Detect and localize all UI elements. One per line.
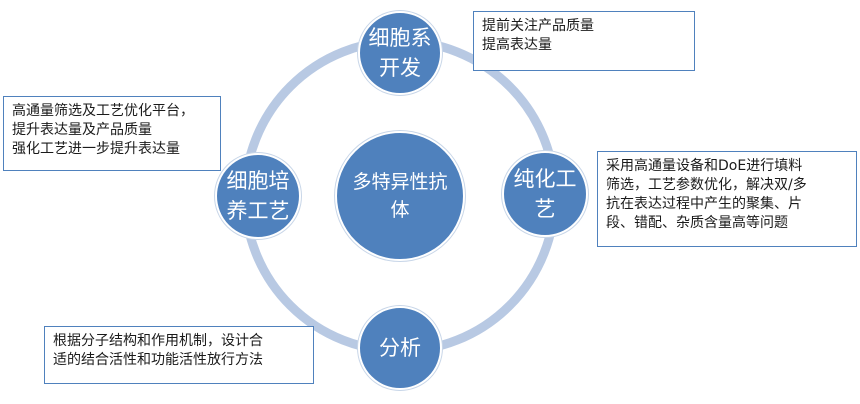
- note-line: 提前关注产品质量: [482, 18, 594, 34]
- note-box-purification: 采用高通量设备和DoE进行填料 筛选，工艺参数优化，解决双/多 抗在表达过程中产…: [597, 151, 857, 247]
- node-purification-process: 纯化工 艺: [502, 151, 588, 237]
- note-line: 筛选，工艺参数优化，解决双/多: [606, 177, 807, 193]
- note-line: 抗在表达过程中产生的聚集、片: [606, 196, 802, 212]
- center-node-label: 多特异性抗 体: [352, 171, 448, 221]
- note-line: 提升表达量及产品质量: [12, 122, 152, 138]
- node-cell-line-label: 细胞系 开发: [368, 26, 432, 80]
- node-cell-culture-label: 细胞培 养工艺: [226, 169, 290, 223]
- note-line: 高通量筛选及工艺优化平台，: [12, 103, 194, 119]
- note-line: 段、错配、杂质含量高等问题: [606, 215, 788, 231]
- node-purification-label: 纯化工 艺: [513, 167, 577, 221]
- node-analysis: 分析: [358, 306, 442, 390]
- note-line: 采用高通量设备和DoE进行填料: [606, 158, 803, 174]
- note-box-cell-culture: 高通量筛选及工艺优化平台， 提升表达量及产品质量 强化工艺进一步提升表达量: [3, 96, 221, 171]
- note-box-cell-line: 提前关注产品质量 提高表达量: [473, 11, 695, 71]
- center-node-multispecific-antibody: 多特异性抗 体: [335, 131, 465, 261]
- node-cell-line-development: 细胞系 开发: [358, 11, 442, 95]
- node-cell-culture-process: 细胞培 养工艺: [215, 153, 301, 239]
- note-line: 提高表达量: [482, 37, 552, 53]
- note-line: 根据分子结构和作用机制，设计合: [53, 333, 263, 349]
- note-line: 强化工艺进一步提升表达量: [12, 141, 180, 157]
- note-box-analysis: 根据分子结构和作用机制，设计合 适的结合活性和功能活性放行方法: [44, 326, 314, 384]
- note-line: 适的结合活性和功能活性放行方法: [53, 352, 263, 368]
- node-analysis-label: 分析: [379, 336, 421, 360]
